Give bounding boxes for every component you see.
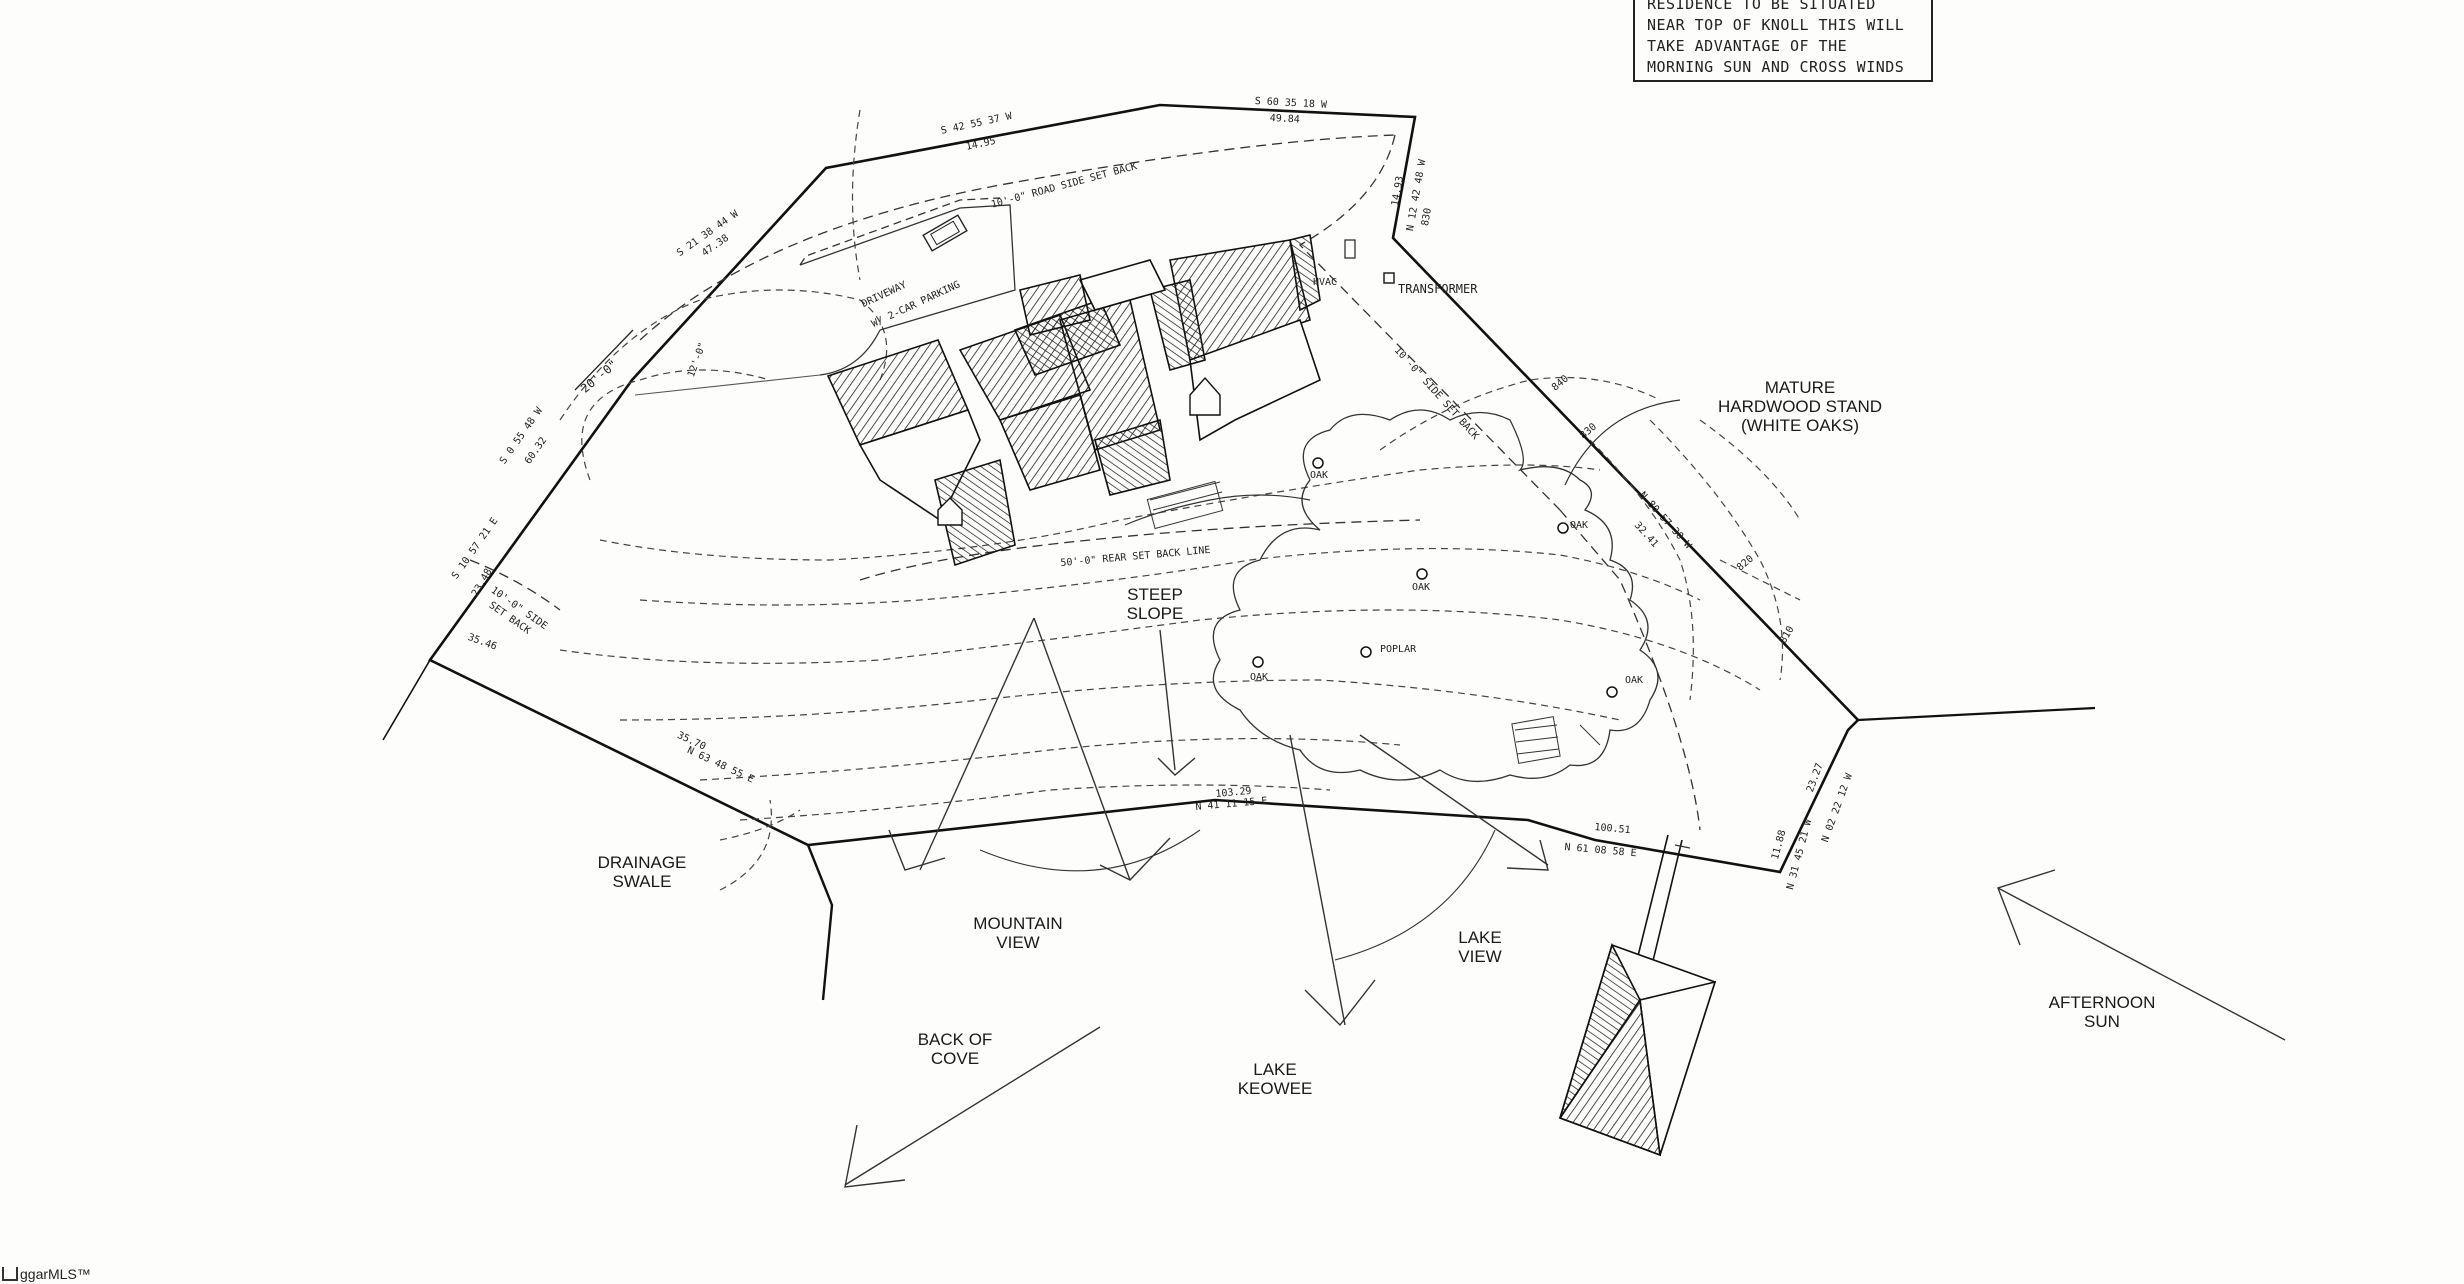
- label-lake-keowee: LAKE KEOWEE: [1238, 1060, 1313, 1098]
- label-steep-slope: STEEP SLOPE: [1127, 585, 1184, 623]
- label-afternoon-sun: AFTERNOON SUN: [2049, 993, 2156, 1031]
- label-line: HARDWOOD STAND: [1717, 397, 1883, 416]
- label-back-of-cove: BACK OF COVE: [918, 1030, 993, 1068]
- distance-label: 49.84: [1269, 113, 1301, 126]
- label-line: VIEW: [1458, 947, 1502, 966]
- label-line: DRAINAGE: [597, 853, 687, 872]
- tree-label-oak: OAK: [1570, 520, 1589, 531]
- label-line: STEEP: [1127, 585, 1183, 604]
- design-note-box: RESIDENCE TO BE SITUATED NEAR TOP OF KNO…: [1633, 0, 1933, 82]
- label-line: SWALE: [612, 872, 672, 891]
- note-line: RESIDENCE TO BE SITUATED: [1647, 0, 1876, 13]
- hvac-note: HVAC: [1313, 277, 1338, 288]
- property-boundary: [428, 103, 1860, 874]
- tree-label-oak: OAK: [1412, 582, 1431, 593]
- label-drainage-swale: DRAINAGE SWALE: [598, 853, 687, 891]
- label-line: SUN: [2084, 1012, 2120, 1031]
- label-mountain-view: MOUNTAIN VIEW: [973, 914, 1062, 952]
- house-icon: [2, 1267, 18, 1281]
- label-line: BACK OF: [917, 1030, 993, 1049]
- label-line: LAKE: [1253, 1060, 1297, 1079]
- label-line: LAKE: [1458, 928, 1502, 947]
- label-line: COVE: [930, 1049, 980, 1068]
- tree-label-oak: OAK: [1310, 470, 1329, 481]
- note-line: TAKE ADVANTAGE OF THE: [1647, 37, 1848, 55]
- tree-label-poplar: POPLAR: [1380, 644, 1417, 655]
- mls-watermark-text: ggarMLS™: [20, 1266, 91, 1282]
- tree-canopy-outline: [1212, 409, 1659, 783]
- note-line: NEAR TOP OF KNOLL THIS WILL: [1647, 16, 1905, 34]
- label-mature-hardwood-stand: MATURE HARDWOOD STAND (WHITE OAKS): [1718, 378, 1882, 435]
- label-line: KEOWEE: [1237, 1079, 1313, 1098]
- label-line: MATURE: [1764, 378, 1836, 397]
- transformer-note: TRANSFORMER: [1398, 282, 1478, 296]
- tree-label-oak: OAK: [1250, 672, 1269, 683]
- label-line: MOUNTAIN: [973, 914, 1063, 933]
- label-line: SLOPE: [1126, 604, 1184, 623]
- label-line: VIEW: [996, 933, 1040, 952]
- label-line: AFTERNOON: [2048, 993, 2156, 1012]
- mls-watermark: ggarMLS™: [2, 1265, 91, 1282]
- label-lake-view: LAKE VIEW: [1458, 928, 1501, 966]
- tree-label-oak: OAK: [1625, 675, 1644, 686]
- note-line: MORNING SUN AND CROSS WINDS: [1647, 58, 1905, 76]
- label-line: (WHITE OAKS): [1740, 416, 1860, 435]
